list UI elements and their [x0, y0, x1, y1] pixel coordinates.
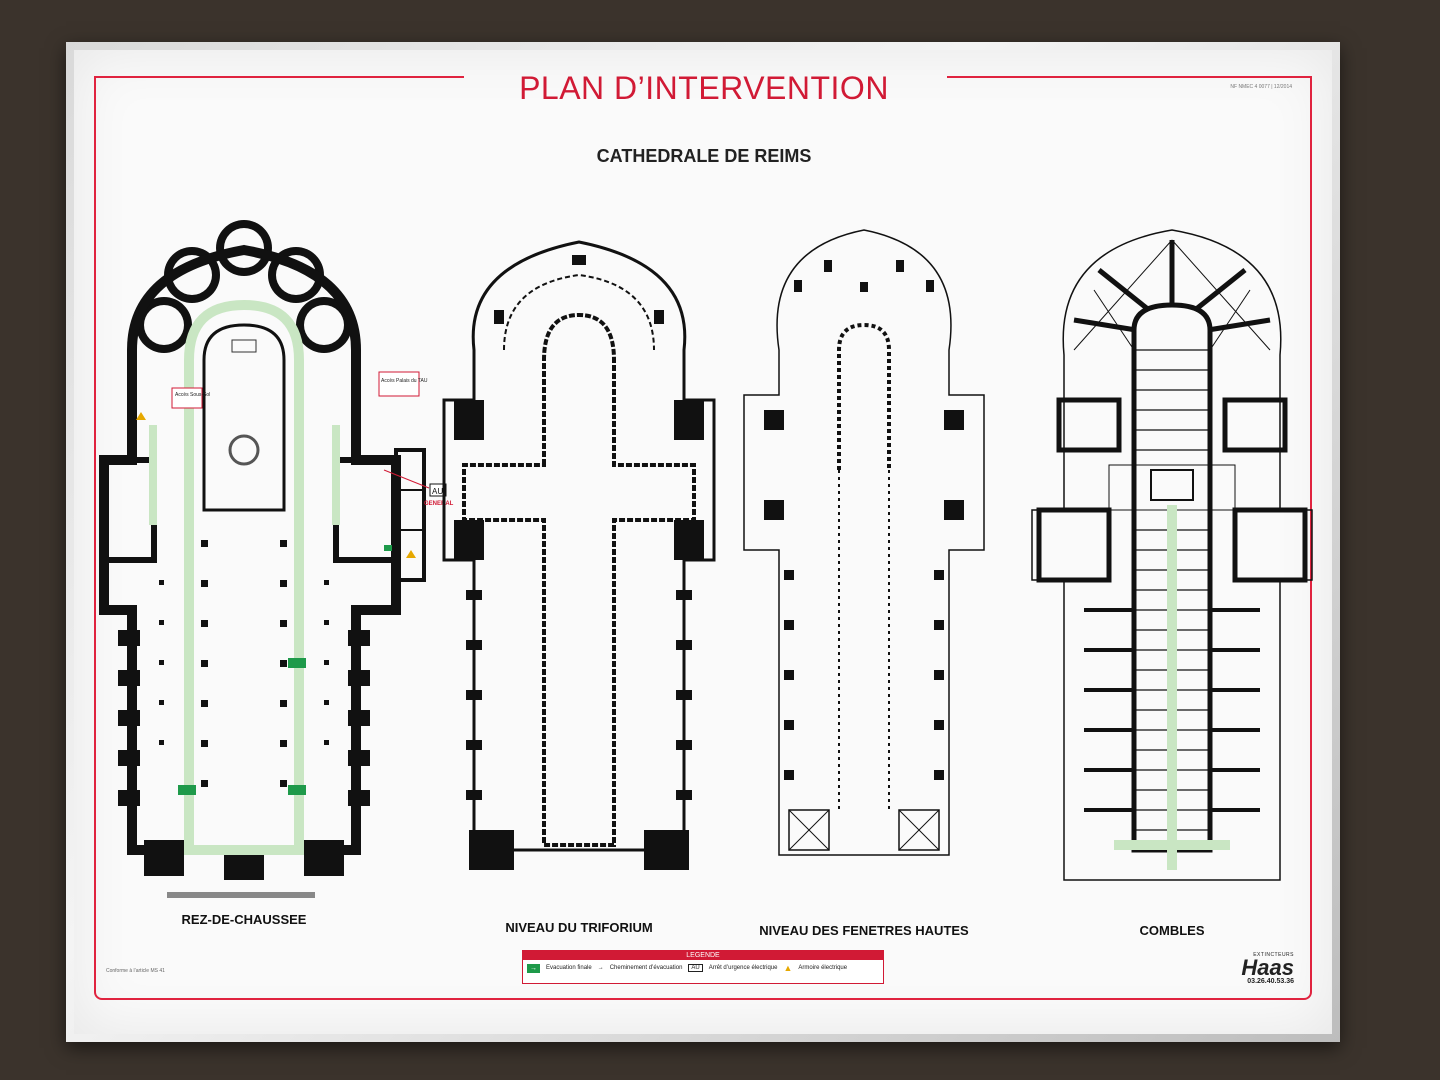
caption-combles: COMBLES	[1139, 923, 1205, 938]
arrow-icon: →	[597, 965, 604, 971]
legend: LEGENDE → Evacuation finale → Cheminemen…	[522, 950, 884, 984]
plan-combles	[1031, 229, 1313, 881]
picture-frame: PLAN D’INTERVENTION NF NMEC 4 0077 | 12/…	[66, 42, 1340, 1042]
intervention-plan-poster: PLAN D’INTERVENTION NF NMEC 4 0077 | 12/…	[74, 50, 1332, 1034]
plan-title: PLAN D’INTERVENTION	[519, 70, 889, 106]
company-name: Haas	[1241, 955, 1294, 980]
acces-palais-label: Accès Palais du TAU	[381, 378, 428, 384]
legend-heading: LEGENDE	[523, 951, 883, 960]
legend-armoire: Armoire électrique	[798, 965, 848, 971]
company-tagline: EXTINCTEURS	[1253, 952, 1294, 958]
plan-triforium	[442, 240, 716, 870]
exit-sign-icon: →	[527, 963, 540, 973]
legend-items: → Evacuation finale → Cheminement d’évac…	[523, 960, 883, 976]
company-logo: EXTINCTEURS Haas 03.26.40.53.36	[1241, 952, 1294, 985]
plan-rez-de-chaussee: AU GENERAL Accès Sous-Sol Accès Palais d…	[99, 220, 454, 898]
legend-arret-urgence: Arrêt d’urgence électrique	[708, 965, 778, 971]
caption-triforium: NIVEAU DU TRIFORIUM	[505, 920, 653, 935]
general-label: GENERAL	[424, 501, 454, 507]
conformity-note: Conforme à l’article MS 41	[106, 968, 165, 974]
building-name: CATHEDRALE DE REIMS	[596, 146, 812, 166]
legend-cheminement: Cheminement d’évacuation	[609, 965, 683, 971]
red-border-top-right	[947, 76, 1312, 78]
au-label: AU	[432, 487, 443, 496]
caption-fenetres-hautes: NIVEAU DES FENETRES HAUTES	[759, 923, 969, 938]
red-border	[94, 76, 1312, 1000]
acces-sous-sol-label: Accès Sous-Sol	[175, 392, 210, 398]
floor-plans: AU GENERAL Accès Sous-Sol Accès Palais d…	[99, 220, 1313, 898]
company-phone: 03.26.40.53.36	[1247, 978, 1294, 985]
red-border-top-left	[94, 76, 464, 78]
plan-fenetres-hautes	[743, 229, 985, 856]
warning-icon: ▲	[783, 963, 793, 973]
au-icon: AU	[688, 964, 703, 972]
caption-rez-de-chaussee: REZ-DE-CHAUSSEE	[181, 912, 307, 927]
legend-evacuation-finale: Evacuation finale	[546, 965, 592, 971]
reference-code: NF NMEC 4 0077 | 12/2014	[1230, 84, 1292, 90]
